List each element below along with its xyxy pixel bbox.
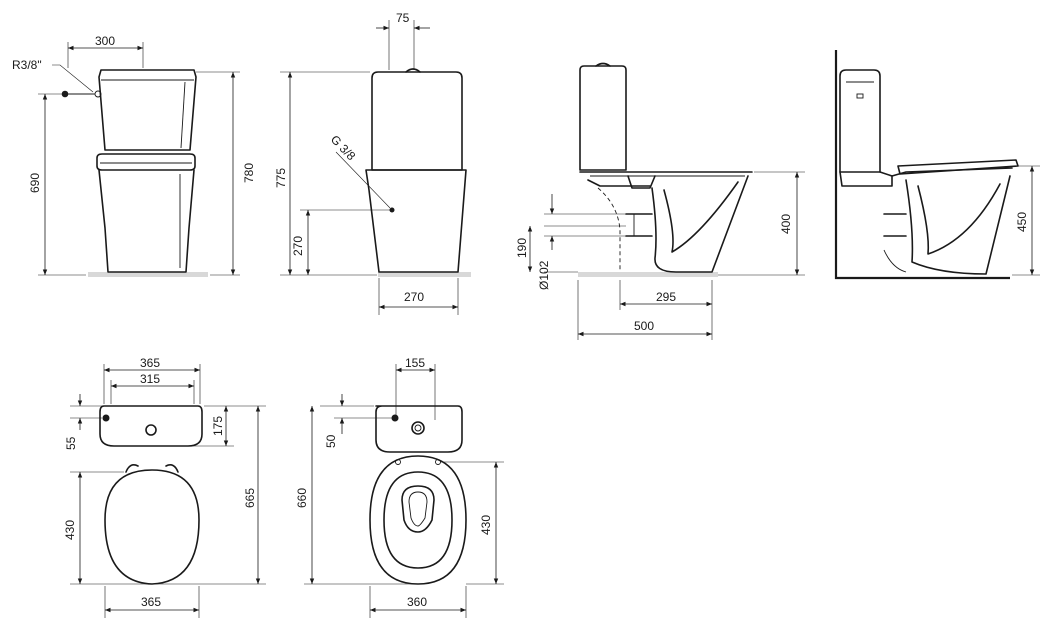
pipe-connection-icon <box>61 90 69 98</box>
section-view <box>527 62 805 340</box>
dim-270-w: 270 <box>404 290 424 304</box>
dim-690: 690 <box>28 173 42 193</box>
dim-365-top: 365 <box>140 356 160 370</box>
dim-175: 175 <box>211 416 225 436</box>
dim-780: 780 <box>242 163 256 183</box>
dim-300: 300 <box>95 34 115 48</box>
wall-side-view <box>834 50 1040 280</box>
top-view-open <box>304 364 504 618</box>
dim-400: 400 <box>779 214 793 234</box>
dim-665: 665 <box>243 488 257 508</box>
dim-500: 500 <box>634 319 654 333</box>
front-view <box>38 42 240 277</box>
dim-50: 50 <box>324 434 338 448</box>
dim-d102: Ø102 <box>537 260 551 290</box>
dim-295: 295 <box>656 290 676 304</box>
dim-365-bottom: 365 <box>141 595 161 609</box>
dim-75: 75 <box>396 11 410 25</box>
dim-450: 450 <box>1015 212 1029 232</box>
dim-55: 55 <box>64 436 78 450</box>
dim-r38: R3/8" <box>12 58 42 72</box>
dim-315: 315 <box>140 372 160 386</box>
dim-190: 190 <box>515 238 529 258</box>
dim-270-h: 270 <box>291 236 305 256</box>
dim-155: 155 <box>405 356 425 370</box>
dim-660: 660 <box>295 488 309 508</box>
dim-360: 360 <box>407 595 427 609</box>
dim-430-left: 430 <box>63 520 77 540</box>
dim-g38: G 3/8 <box>328 132 359 163</box>
top-view-closed <box>70 364 266 618</box>
side-view <box>280 20 471 315</box>
dim-775: 775 <box>274 168 288 188</box>
dim-430-right: 430 <box>479 515 493 535</box>
